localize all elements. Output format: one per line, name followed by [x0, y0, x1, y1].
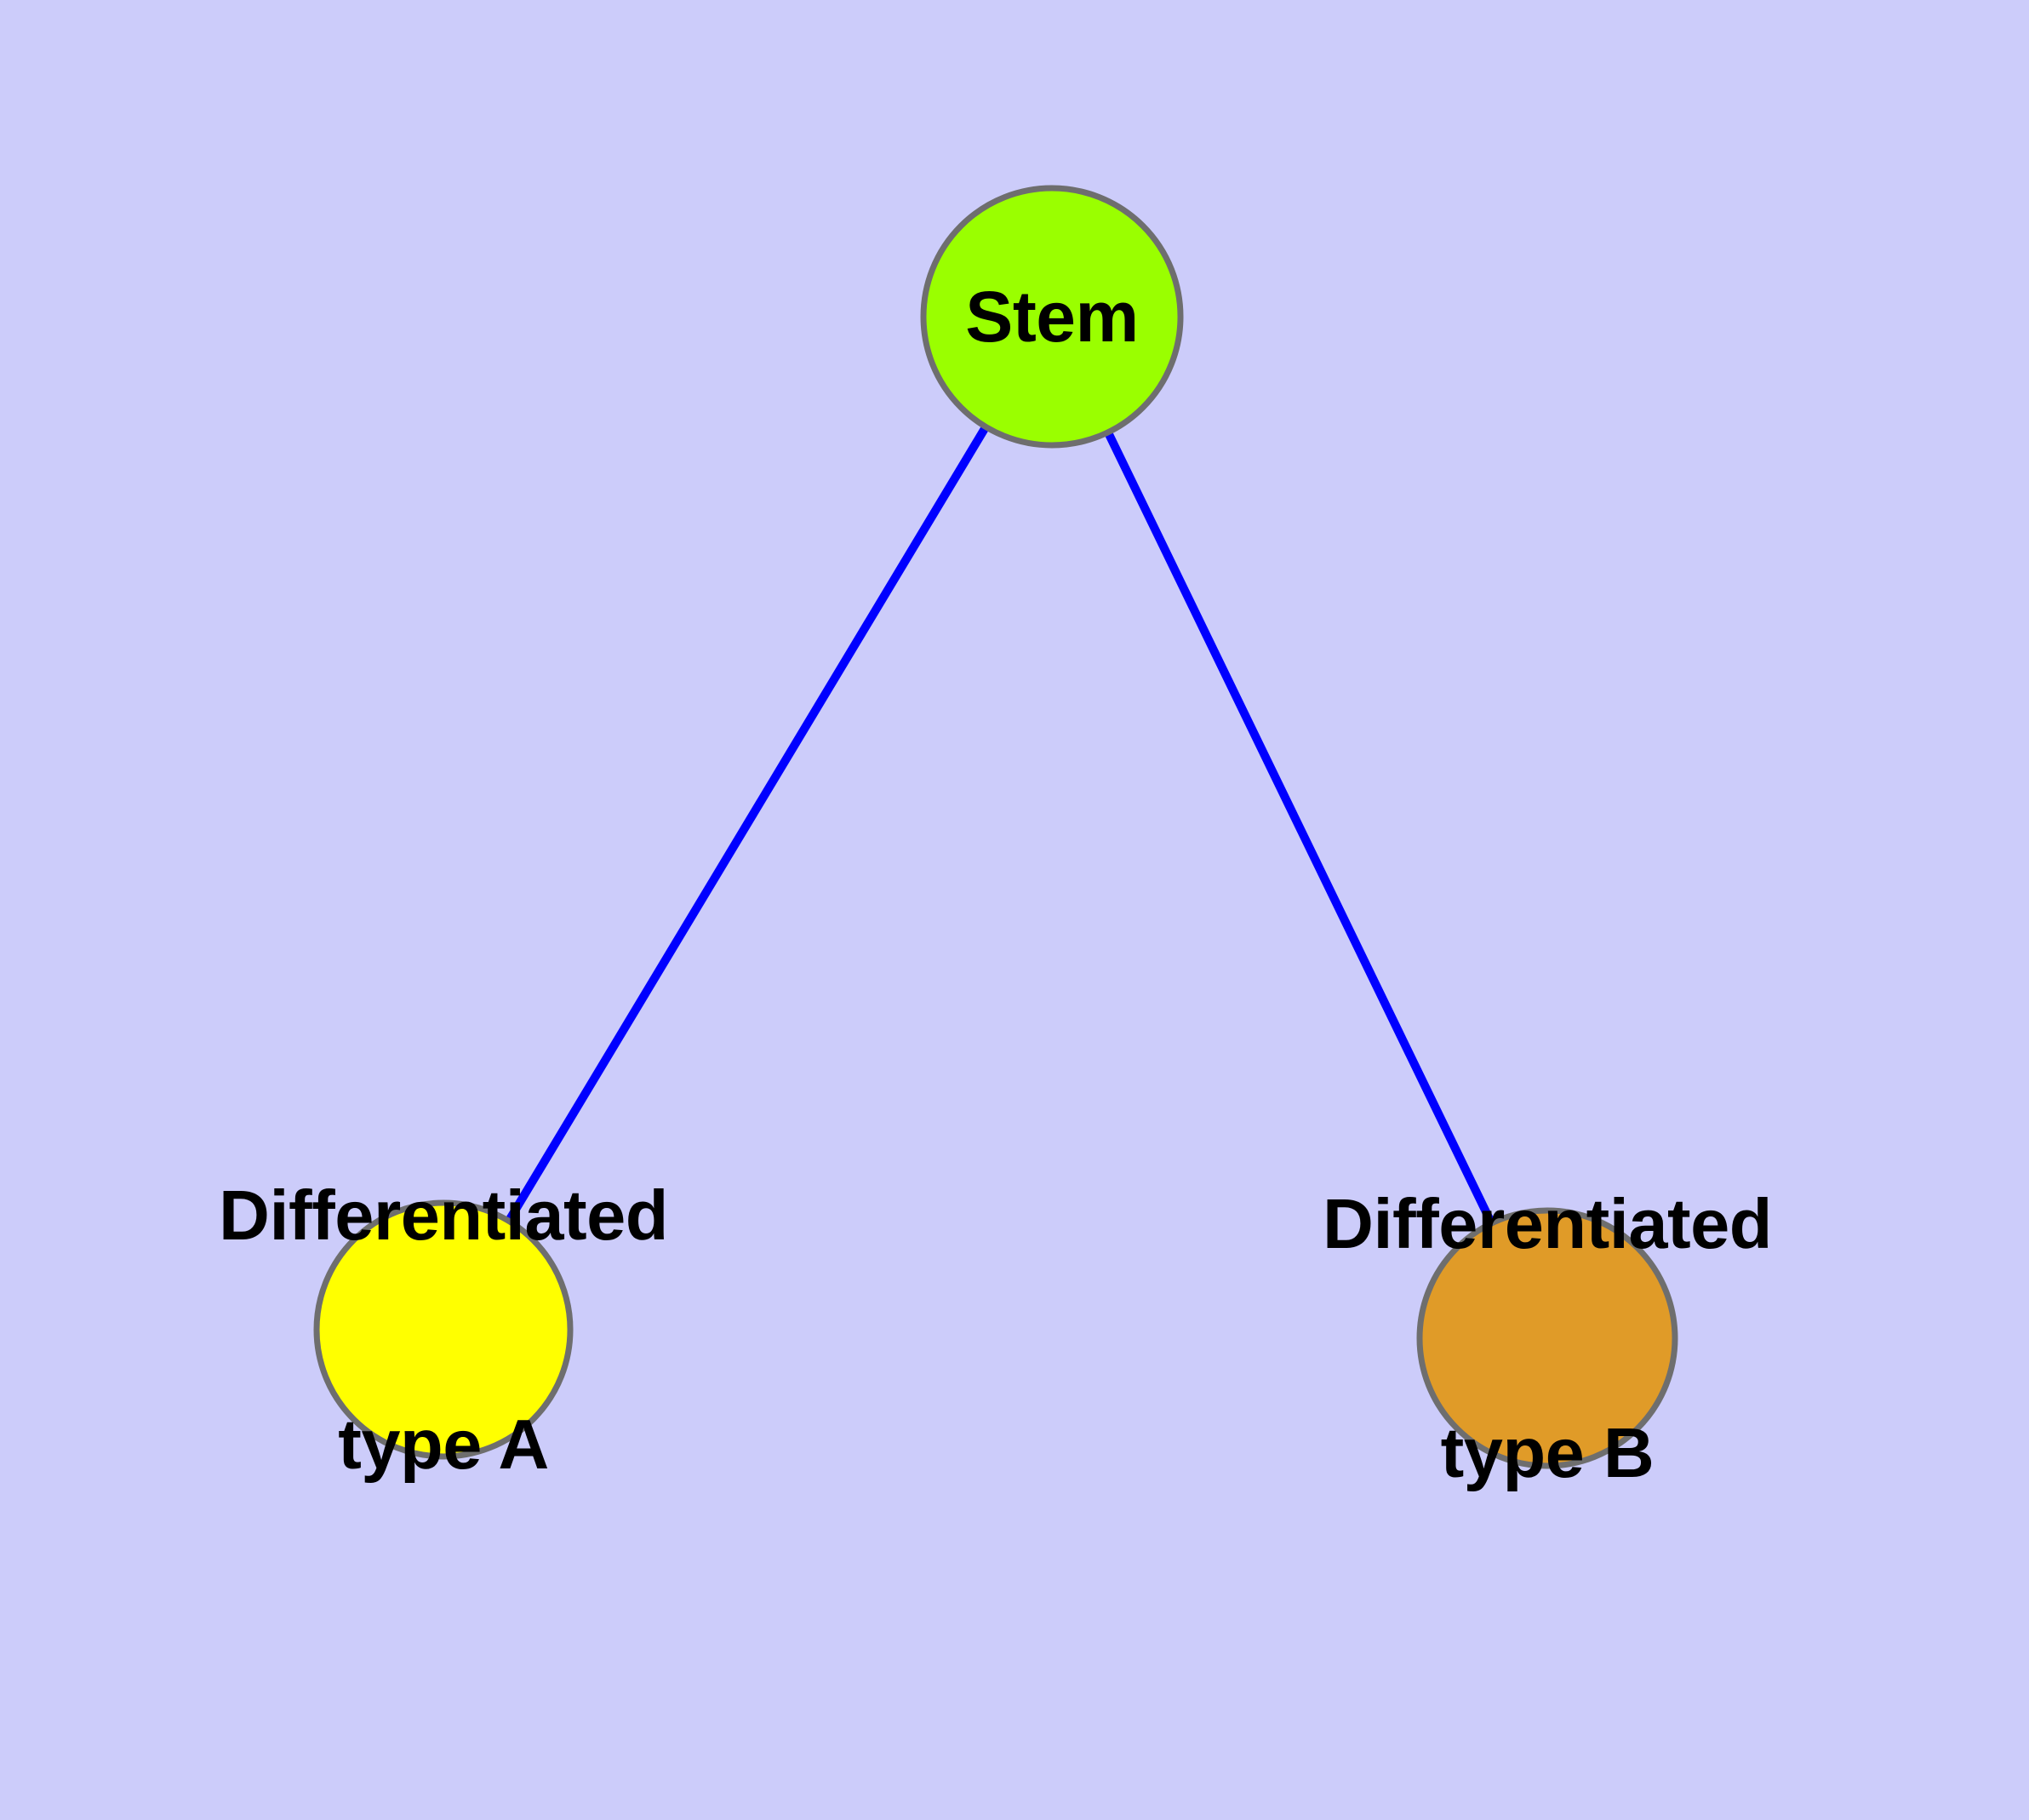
edge-stem-to-differentiated-type-b[interactable]: [1048, 314, 1552, 1341]
edge-stem-to-differentiated-type-a[interactable]: [439, 314, 1056, 1332]
edge-layer: [439, 314, 1552, 1341]
node-circle-differentiated-type-a[interactable]: [313, 1199, 574, 1460]
node-differentiated-type-b[interactable]: [1416, 1207, 1678, 1469]
node-stem[interactable]: [920, 185, 1184, 449]
node-differentiated-type-a[interactable]: [313, 1199, 574, 1460]
node-circle-stem[interactable]: [920, 185, 1184, 449]
node-circle-differentiated-type-b[interactable]: [1416, 1207, 1678, 1469]
node-layer: [313, 185, 1678, 1469]
